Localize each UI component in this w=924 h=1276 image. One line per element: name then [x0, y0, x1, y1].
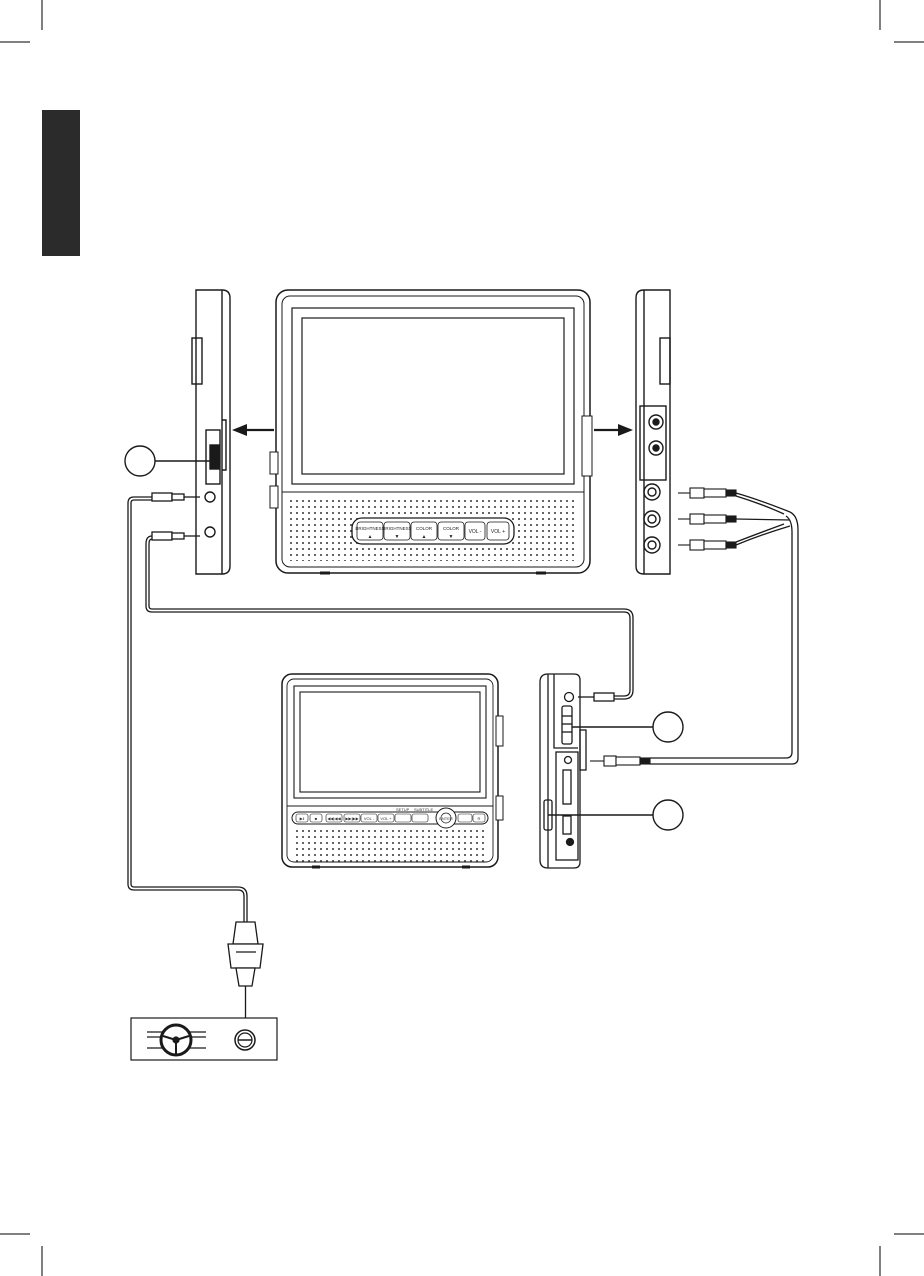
- dvd-player-side-view: [540, 674, 586, 868]
- car-dashboard-box: [131, 1018, 277, 1060]
- player-button[interactable]: VOL -: [361, 814, 377, 822]
- screen-left-side-view: [192, 290, 230, 574]
- rca-plugs: [678, 488, 736, 550]
- svg-text:R: R: [478, 816, 481, 821]
- player-button[interactable]: [395, 814, 411, 822]
- navigation-pad[interactable]: ENTER: [436, 808, 456, 828]
- player-button[interactable]: ◀◀|◀◀: [326, 814, 342, 822]
- screen-button[interactable]: VOL +: [487, 522, 509, 540]
- svg-text:ENTER: ENTER: [439, 816, 453, 821]
- av-plug-player: [590, 756, 650, 766]
- svg-text:COLOR: COLOR: [443, 526, 460, 531]
- player-button[interactable]: ■: [310, 814, 322, 822]
- callout-circle-2: [653, 712, 683, 742]
- svg-text:▲: ▲: [422, 534, 427, 540]
- svg-text:◀◀|◀◀: ◀◀|◀◀: [327, 816, 341, 821]
- screen-button[interactable]: BRIGHTNESS ▲: [355, 522, 384, 540]
- svg-text:VOL +: VOL +: [491, 529, 505, 535]
- svg-text:BRIGHTNESS: BRIGHTNESS: [355, 526, 384, 531]
- screen-right-side-view: [636, 290, 670, 574]
- screen-button[interactable]: COLOR ▼: [438, 522, 464, 540]
- svg-text:▼: ▼: [449, 534, 454, 540]
- player-button[interactable]: ▶▶|▶▶: [344, 814, 360, 822]
- player-button[interactable]: R: [473, 814, 485, 822]
- arrow-left: [232, 424, 274, 436]
- screen-button[interactable]: BRIGHTNESS ▼: [382, 522, 411, 540]
- player-button[interactable]: ▶‖: [296, 814, 308, 822]
- player-button[interactable]: [412, 814, 428, 822]
- svg-text:COLOR: COLOR: [416, 526, 433, 531]
- dvd-player-front-view: SETUP SUBTITLE: [282, 674, 503, 867]
- svg-text:▲: ▲: [368, 534, 373, 540]
- svg-text:▶‖: ▶‖: [300, 816, 305, 821]
- player-button[interactable]: VOL +: [378, 814, 394, 822]
- player-button[interactable]: [458, 814, 472, 822]
- callout-circle-3: [653, 800, 683, 830]
- svg-text:SETUP: SETUP: [396, 807, 410, 812]
- svg-text:SUBTITLE: SUBTITLE: [414, 807, 433, 812]
- arrow-right: [594, 424, 633, 436]
- svg-text:BRIGHTNESS: BRIGHTNESS: [382, 526, 411, 531]
- svg-text:▼: ▼: [395, 534, 400, 540]
- language-tab: [42, 110, 80, 256]
- svg-text:VOL -: VOL -: [469, 529, 482, 535]
- player-speaker-grill: [292, 830, 488, 862]
- callout-circle-1: [125, 446, 155, 476]
- screen-button[interactable]: VOL -: [465, 522, 485, 540]
- screen-button[interactable]: COLOR ▲: [411, 522, 437, 540]
- svg-text:VOL +: VOL +: [380, 816, 392, 821]
- svg-text:▶▶|▶▶: ▶▶|▶▶: [345, 816, 359, 821]
- svg-text:VOL -: VOL -: [364, 816, 375, 821]
